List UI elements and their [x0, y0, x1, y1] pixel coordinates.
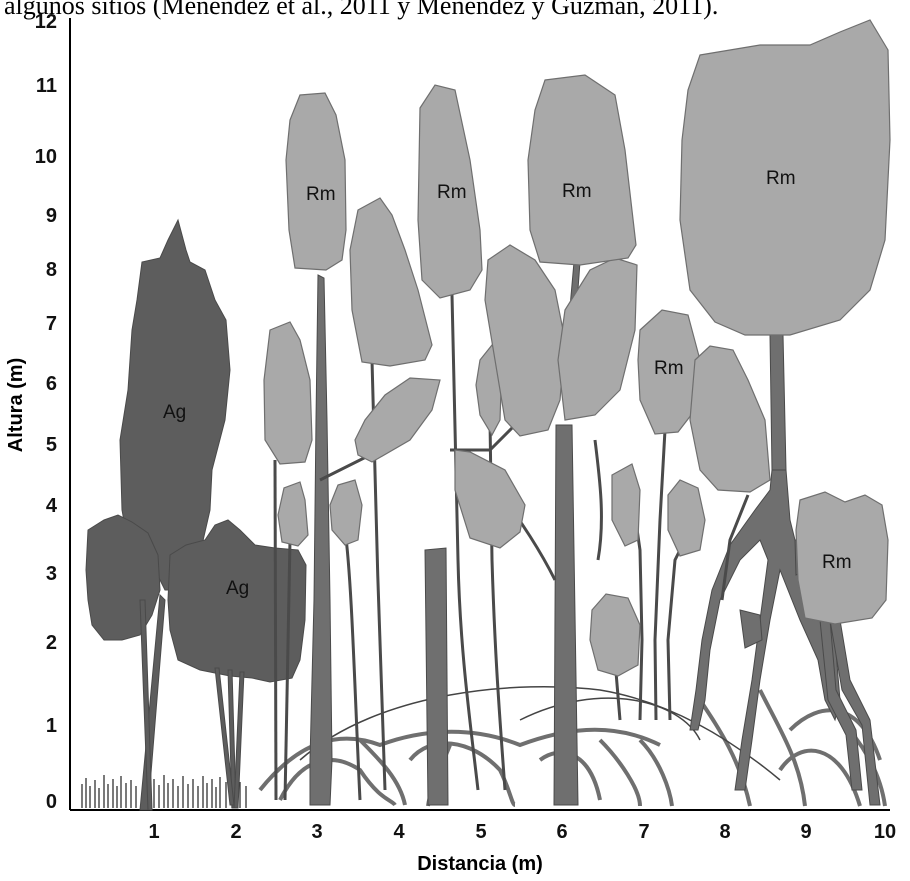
- y-tick-6: 6: [46, 373, 57, 395]
- rm-crown-7: [637, 309, 701, 435]
- rm-crown-4: [349, 197, 433, 367]
- y-axis-title: Altura (m): [5, 358, 27, 452]
- axes: [69, 18, 890, 811]
- label-ag-short: Ag: [226, 578, 249, 599]
- rm-crown-6: [527, 74, 637, 266]
- y-tick-4: 4: [46, 495, 58, 517]
- rm-crown-8: [689, 345, 771, 493]
- avicennia-trees: [85, 218, 307, 811]
- x-tick-10: 10: [874, 821, 896, 843]
- y-tick-12: 12: [35, 11, 57, 33]
- y-tick-5: 5: [46, 434, 57, 456]
- y-tick-8: 8: [46, 259, 57, 281]
- rm-crown-7-right: [667, 479, 706, 557]
- x-tick-8: 8: [719, 821, 730, 843]
- rm-crown-4-small: [354, 377, 441, 463]
- rhizophora-crowns: [263, 19, 891, 677]
- crown-labels: Ag Ag Rm Rm Rm Rm Rm Rm: [163, 168, 852, 599]
- rm-crown-6-left: [484, 244, 566, 437]
- rm-trunk-3: [309, 274, 333, 806]
- y-tick-9: 9: [46, 205, 57, 227]
- rm-crown-7-low: [589, 593, 641, 677]
- label-rm-6: Rm: [822, 552, 852, 573]
- label-rm-3: Rm: [562, 181, 592, 202]
- rm-crown-5-low: [454, 449, 526, 549]
- x-axis-title: Distancia (m): [417, 853, 543, 875]
- rm-trunk-9: [769, 334, 787, 471]
- rm-trunk-4-5: [424, 547, 449, 806]
- x-tick-4: 4: [393, 821, 405, 843]
- figure-caption: algunos sitios (Menéndez et al., 2011 y …: [4, 0, 719, 20]
- ag-short-crown: [167, 519, 307, 683]
- label-ag-tall: Ag: [163, 402, 186, 423]
- y-tick-0: 0: [46, 791, 57, 813]
- rm-crown-3: [285, 92, 347, 271]
- y-tick-labels: 0 1 2 3 4 5 6 7 8 9 10 11 12: [35, 11, 58, 813]
- rm-crown-3-small: [329, 479, 363, 546]
- rm-trunk-6: [553, 424, 579, 806]
- y-tick-7: 7: [46, 313, 57, 335]
- x-tick-2: 2: [230, 821, 241, 843]
- x-tick-3: 3: [311, 821, 322, 843]
- y-tick-11: 11: [36, 75, 57, 97]
- rm-crown-5: [417, 84, 483, 299]
- rm-stilts-9: [689, 469, 841, 791]
- root-arcs-thin: [299, 685, 781, 781]
- x-tick-5: 5: [475, 821, 486, 843]
- rm-crown-10: [795, 491, 889, 625]
- y-tick-3: 3: [46, 563, 57, 585]
- x-tick-labels: 1 2 3 4 5 6 7 8 9 10: [148, 821, 896, 843]
- y-tick-2: 2: [46, 632, 57, 654]
- seedling-grass: [81, 775, 247, 808]
- label-rm-5: Rm: [654, 358, 684, 379]
- x-tick-6: 6: [556, 821, 567, 843]
- rm-crown-7-left: [611, 463, 641, 547]
- rm-crown-2: [263, 321, 313, 465]
- x-tick-1: 1: [148, 821, 159, 843]
- label-rm-2: Rm: [437, 182, 467, 203]
- rm-crown-6-right: [557, 257, 638, 421]
- rm-crown-2-small: [277, 481, 309, 547]
- label-rm-1: Rm: [306, 184, 336, 205]
- x-tick-7: 7: [638, 821, 649, 843]
- x-tick-9: 9: [800, 821, 811, 843]
- label-rm-4: Rm: [766, 168, 796, 189]
- y-tick-1: 1: [46, 715, 57, 737]
- y-tick-10: 10: [35, 146, 57, 168]
- rm-crown-9: [679, 19, 891, 336]
